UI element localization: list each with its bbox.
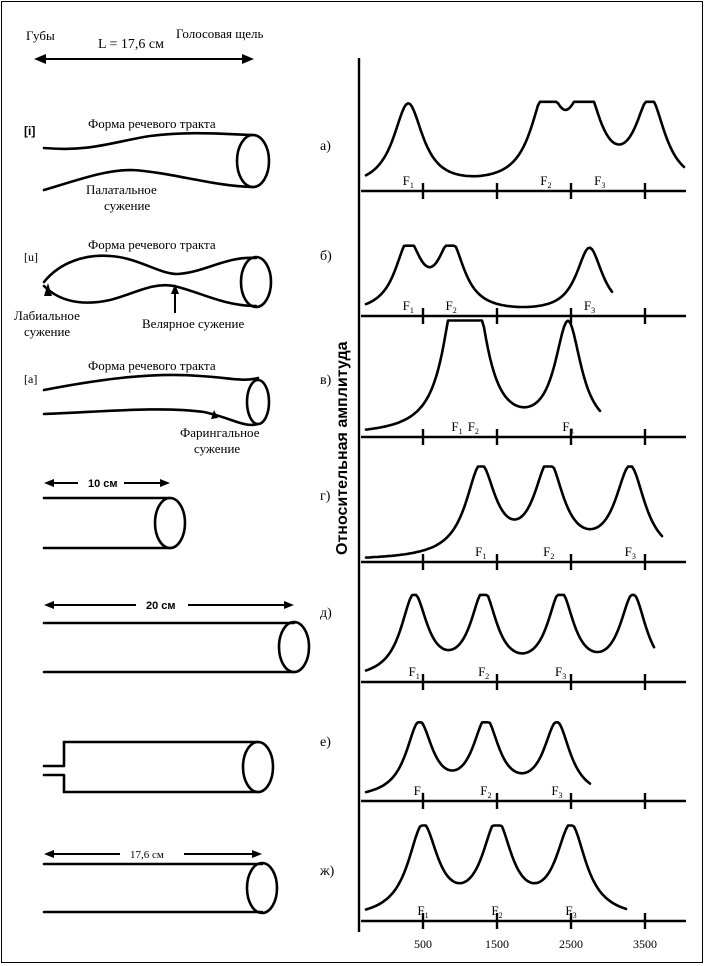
- spectrum-curve: [364, 100, 686, 178]
- vowel-u-symbol: [u]: [24, 250, 38, 264]
- vowel-a-tract: [42, 373, 271, 427]
- length-label: L = 17,6 см: [98, 37, 164, 52]
- vowel-i-symbol: [i]: [24, 124, 35, 138]
- panel-label: а): [320, 139, 331, 154]
- x-tick-label: 1500: [485, 937, 509, 951]
- vowel-u-velar: Велярное сужение: [142, 316, 244, 331]
- x-tick-label: 2500: [559, 937, 583, 951]
- x-tick-label: 500: [414, 937, 432, 951]
- spectrum-curve: [364, 319, 602, 431]
- vowel-a-symbol: [a]: [24, 372, 37, 386]
- vowel-u-labial-1: Лабиальное: [14, 308, 80, 323]
- formant-label: F1: [414, 783, 425, 800]
- formant-label: F1: [475, 544, 486, 561]
- y-axis-label: Относительная амплитуда: [334, 341, 351, 555]
- lips-label: Губы: [26, 28, 55, 43]
- panel-label: ж): [319, 864, 335, 879]
- formant-label: F2: [478, 664, 489, 681]
- spectrum-curve: [364, 824, 628, 911]
- spectrum-curve: [364, 593, 656, 672]
- formant-label: F2: [543, 544, 554, 561]
- tube-17-6cm: [42, 850, 279, 915]
- formant-label: F2: [480, 783, 491, 800]
- formant-label: F3: [594, 173, 605, 190]
- vowel-a-pharyngeal-1: Фарингальное: [180, 425, 260, 440]
- vowel-u-tract: [42, 254, 273, 313]
- glottis-label: Голосовая щель: [176, 26, 264, 41]
- vowel-a-shape-title: Форма речевого тракта: [88, 358, 216, 373]
- formant-label: F1: [403, 298, 414, 315]
- formant-label: F3: [562, 419, 573, 436]
- formant-label: F1: [451, 419, 462, 436]
- tract-diagrams: Губы L = 17,6 см Голосовая щель [i] Форм…: [14, 26, 311, 915]
- vowel-i-shape-title: Форма речевого тракта: [88, 116, 216, 131]
- vowel-i-constriction-2: сужение: [104, 198, 150, 213]
- formant-label: F3: [551, 783, 562, 800]
- vowel-a-pharyngeal-2: сужение: [194, 441, 240, 456]
- spectrum-curve: [364, 244, 614, 309]
- panel-label: г): [320, 489, 331, 504]
- tube-10cm-label: 10 см: [88, 478, 118, 490]
- tube-with-branch: [42, 740, 275, 794]
- x-tick-label: 3500: [633, 937, 657, 951]
- tube-20cm: [42, 601, 311, 674]
- formant-label: F2: [446, 298, 457, 315]
- panel-label: б): [320, 249, 332, 264]
- formant-label: F1: [417, 903, 428, 920]
- formant-label: F3: [584, 298, 595, 315]
- tube-17-6cm-label: 17,6 см: [130, 849, 164, 861]
- formant-label: F3: [565, 903, 576, 920]
- length-arrow: [34, 54, 254, 64]
- vowel-i-tract: [42, 131, 271, 192]
- formant-label: F3: [625, 544, 636, 561]
- formant-label: F3: [555, 664, 566, 681]
- tube-20cm-label: 20 см: [146, 600, 176, 612]
- vowel-u-labial-2: сужение: [24, 324, 70, 339]
- formant-label: F1: [403, 173, 414, 190]
- panel-label: д): [320, 606, 332, 621]
- formant-label: F1: [409, 664, 420, 681]
- spectrum-curve: [364, 465, 664, 559]
- formant-label: F2: [540, 173, 551, 190]
- panel-label: в): [320, 373, 332, 388]
- panel-label: е): [320, 735, 331, 750]
- formant-label: F2: [468, 419, 479, 436]
- vowel-i-constriction-1: Палатальное: [86, 182, 157, 197]
- formant-label: F2: [491, 903, 502, 920]
- spectrum-curve: [364, 721, 592, 794]
- vowel-u-shape-title: Форма речевого тракта: [88, 237, 216, 252]
- tube-10cm: [42, 479, 187, 550]
- x-tick-labels: 500 1500 2500 3500: [414, 937, 657, 951]
